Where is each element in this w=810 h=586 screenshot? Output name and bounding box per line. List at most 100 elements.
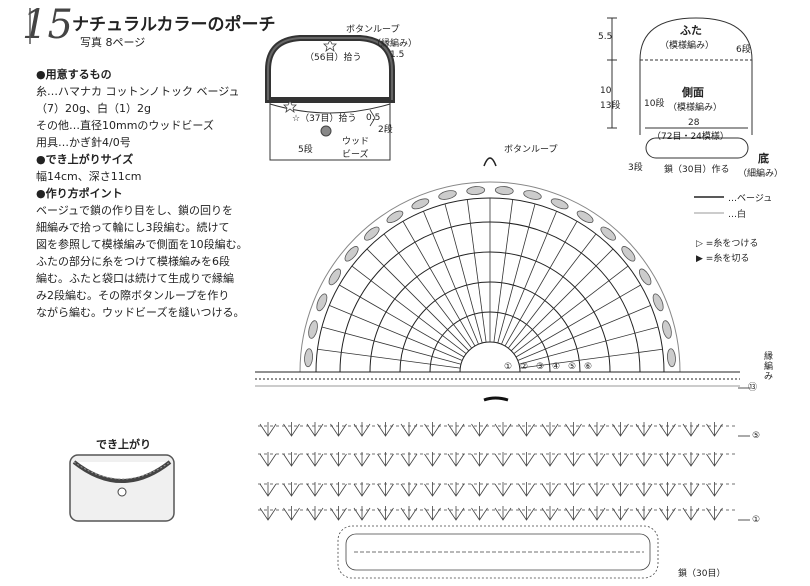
- fan-stitch: [541, 422, 559, 437]
- stitch-spoke: [504, 221, 578, 347]
- shell-stitch: [652, 293, 664, 312]
- stitch-spoke: [513, 265, 629, 355]
- fan-stitch: [706, 506, 723, 521]
- shell-stitch: [523, 190, 542, 200]
- side-label: 側面: [682, 86, 704, 99]
- fan-stitch: [682, 422, 700, 437]
- shell-stitch: [666, 348, 676, 368]
- shell-stitch: [600, 226, 616, 241]
- stitch-spoke: [317, 348, 461, 369]
- button-loop-label: ボタンループ: [346, 25, 400, 35]
- fan-stitch: [471, 506, 488, 521]
- stitch-spoke: [329, 305, 463, 361]
- fan-stitch: [494, 506, 512, 521]
- fan-stitch: [424, 422, 441, 437]
- shell-stitch: [494, 186, 514, 196]
- fan-stitch: [706, 422, 723, 437]
- rows-label: 10段: [644, 99, 665, 109]
- fan-stitch: [283, 422, 300, 437]
- dimension-label: 28: [688, 118, 700, 128]
- stitch-spoke: [402, 221, 476, 347]
- button-loop-label: ボタンループ: [504, 145, 558, 155]
- stitch-spoke: [507, 233, 597, 349]
- legend-lines: [694, 196, 724, 214]
- size-line: 幅14cm、深さ11cm: [36, 170, 142, 183]
- points-line: 細編みで拾って輪にし3段編む。続けて: [36, 221, 230, 234]
- shell-stitch: [621, 246, 636, 262]
- fan-stitch: [259, 506, 277, 521]
- stitch-spoke: [423, 211, 479, 345]
- fan-stitch: [259, 482, 277, 497]
- fan-stitch: [612, 422, 629, 437]
- button-loop-mark: [483, 157, 497, 167]
- page-title: ナチュラルカラーのポーチ: [72, 15, 276, 35]
- shell-stitch: [386, 210, 404, 224]
- fan-stitch: [400, 506, 418, 521]
- fan-stitch: [494, 482, 512, 497]
- fan-stitch: [565, 452, 582, 467]
- fan-stitch: [565, 506, 582, 521]
- fan-stitch: [588, 422, 606, 437]
- shell-stitch: [466, 186, 486, 196]
- bottom-stitch-chart: [337, 525, 659, 579]
- fan-stitch: [424, 506, 441, 521]
- stitch-count-label: （56目）拾う: [305, 53, 362, 63]
- fan-stitch: [518, 482, 535, 497]
- fan-stitch: [330, 422, 347, 437]
- legend-beige: …ベージュ: [728, 194, 773, 204]
- points-line: 編む。ふたと袋口は続けて生成りで縁編: [36, 272, 234, 285]
- lid-stitch-chart: [255, 157, 740, 387]
- stitch-spoke: [321, 326, 462, 365]
- points-line: ベージュで鎖の作り目をし、鎖の回りを: [36, 204, 234, 217]
- stitch-spoke: [519, 348, 663, 369]
- fan-stitch: [447, 422, 465, 437]
- materials-line: その他…直径10mmのウッドビーズ: [36, 119, 214, 132]
- rows-label: 2段: [378, 125, 393, 135]
- shell-stitch: [344, 246, 359, 262]
- bottom-label: 底: [758, 152, 769, 165]
- fan-stitch: [635, 422, 653, 437]
- stitch-spoke: [501, 211, 557, 345]
- fan-stitch: [471, 452, 488, 467]
- body-stitch-chart: [258, 422, 736, 521]
- row-number: ⑥: [584, 362, 593, 372]
- row-number: ⑤: [752, 431, 761, 441]
- row-markers: [738, 387, 750, 521]
- row-number: ④: [552, 362, 561, 372]
- lid-pattern-label: （模様編み）: [660, 41, 715, 51]
- stitch-spoke: [497, 203, 536, 344]
- row-number: ①: [504, 362, 513, 372]
- fan-stitch: [283, 506, 300, 521]
- fan-stitch: [541, 506, 559, 521]
- fan-stitch: [518, 422, 535, 437]
- fan-stitch: [659, 422, 676, 437]
- stitch-spoke: [518, 326, 659, 365]
- points-line: ふたの部分に糸をつけて模様編みを6段: [36, 255, 230, 268]
- stitch-spoke: [466, 199, 487, 343]
- shell-stitch: [308, 320, 318, 339]
- fan-stitch: [565, 422, 582, 437]
- shell-stitch: [438, 190, 457, 200]
- fan-stitch: [659, 506, 676, 521]
- legend-white: …白: [728, 210, 747, 220]
- stitch-spoke: [339, 284, 465, 358]
- fan-stitch: [306, 422, 324, 437]
- rows-label: 5段: [298, 145, 313, 155]
- shell-stitch: [576, 210, 594, 224]
- fan-stitch: [377, 506, 394, 521]
- fan-stitch: [541, 452, 559, 467]
- dimension-label: 10: [600, 86, 612, 96]
- fan-stitch: [494, 422, 512, 437]
- fan-stitch: [353, 422, 371, 437]
- stitch-count-label: ☆（37目）拾う: [292, 114, 357, 124]
- fan-stitch: [588, 506, 606, 521]
- shell-stitch: [364, 226, 380, 241]
- points-line: み2段編む。その際ボタンループを作り: [36, 289, 230, 302]
- rows-label: 3段: [628, 163, 643, 173]
- fan-stitch: [471, 422, 488, 437]
- lid-label: ふた: [680, 24, 702, 37]
- stitch-count-label: （72目・24模様）: [652, 132, 729, 142]
- materials-line: 用具…かぎ針4/0号: [36, 136, 131, 149]
- fan-stitch: [259, 452, 277, 467]
